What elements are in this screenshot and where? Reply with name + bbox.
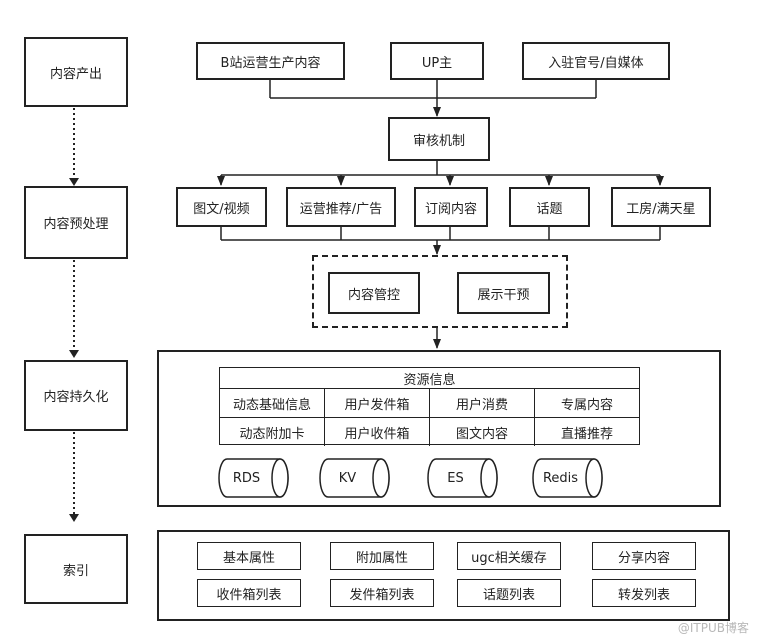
resource-table: 资源信息 动态基础信息 用户发件箱 用户消费 专属内容 动态附加卡 用户收件箱 … [219,367,640,446]
index-topic-list: 话题列表 [457,579,561,607]
table-cell: 直播推荐 [534,418,639,446]
category-subscription: 订阅内容 [414,187,488,227]
table-cell: 图文内容 [429,418,534,446]
source-bilibili-ops: B站运营生产内容 [196,42,345,80]
control-display-intervention: 展示干预 [457,272,550,314]
table-cell: 动态附加卡 [239,426,305,442]
category-workshop: 工房/满天星 [611,187,711,227]
store-es: ES [447,470,464,486]
table-cell: 用户消费 [429,389,534,417]
table-cell: 用户收件箱 [324,418,429,446]
store-rds: RDS [232,470,261,486]
control-content-management: 内容管控 [328,272,420,314]
watermark: @ITPUB博客 [677,621,749,635]
source-official-media: 入驻官号/自媒体 [522,42,670,80]
index-ugc-cache: ugc相关缓存 [457,542,561,570]
resource-title: 资源信息 [220,368,639,389]
index-inbox-list: 收件箱列表 [197,579,301,607]
stage-persist: 内容持久化 [24,360,128,431]
table-cell: 动态基础信息 [232,397,311,413]
source-up: UP主 [390,42,484,80]
control-group [312,255,568,328]
index-forward-list: 转发列表 [592,579,696,607]
store-redis: Redis [542,470,579,486]
stage-index: 索引 [24,534,128,604]
persistence-frame [157,350,721,507]
stage-preprocess: 内容预处理 [24,186,128,259]
category-ops-ads: 运营推荐/广告 [286,187,396,227]
index-outbox-list: 发件箱列表 [330,579,434,607]
storage-cylinders [218,458,603,498]
store-kv: KV [338,470,357,486]
review-mechanism: 审核机制 [388,117,490,161]
table-cell: 专属内容 [534,389,639,417]
table-row: 动态附加卡 用户收件箱 图文内容 直播推荐 [220,417,639,446]
index-frame [157,530,730,621]
category-topic: 话题 [509,187,590,227]
index-basic-attrs: 基本属性 [197,542,301,570]
stage-produce: 内容产出 [24,37,128,107]
table-row: 动态基础信息 用户发件箱 用户消费 专属内容 [220,389,639,417]
table-cell: 用户发件箱 [324,389,429,417]
category-image-video: 图文/视频 [176,187,267,227]
index-extra-attrs: 附加属性 [330,542,434,570]
index-share-content: 分享内容 [592,542,696,570]
